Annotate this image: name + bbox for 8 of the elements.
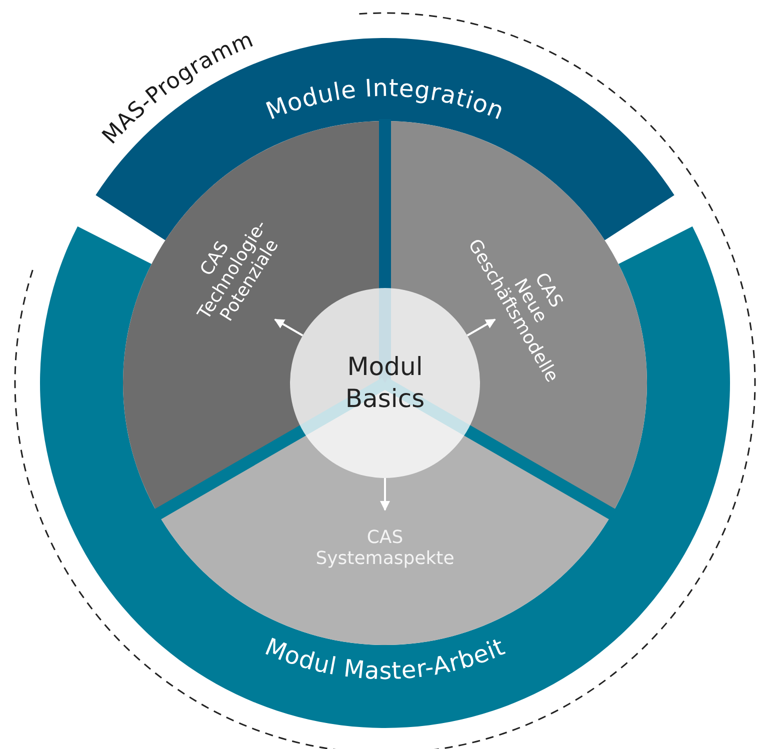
arrow [466,318,496,336]
ring-label: Modul Master-Arbeit [261,632,510,686]
sector-heading: CAS [366,528,404,549]
center-label: Modul Basics [344,350,426,415]
arrow [274,318,304,336]
sector-label: Systemaspekte [316,549,454,570]
ring-label: Module Integration [262,74,508,126]
arrow [380,478,390,511]
